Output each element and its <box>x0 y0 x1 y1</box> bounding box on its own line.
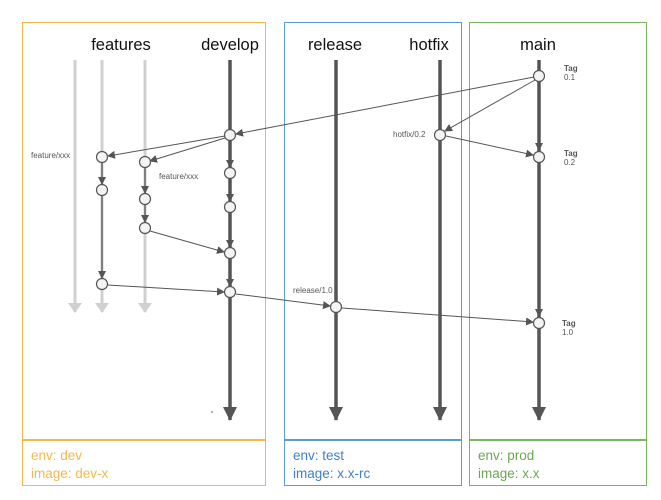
develop-to-feature-b-arrow <box>149 137 226 163</box>
commit-node <box>95 150 109 164</box>
commit-node <box>223 285 237 299</box>
commit-node <box>223 166 237 180</box>
lane-title-features: features <box>91 36 151 54</box>
tag-title: Tag <box>564 149 578 158</box>
main-to-develop-arrow <box>235 76 535 137</box>
commit-node <box>433 128 447 142</box>
commit-node <box>95 183 109 197</box>
feature-a-to-develop-arrow <box>107 284 225 296</box>
release-to-main-arrow <box>341 307 534 326</box>
lane-title-develop: develop <box>201 36 259 54</box>
feature-a-label: feature/xxx <box>31 151 71 160</box>
dev-env-label: env: dev <box>31 448 83 463</box>
tag-title: Tag <box>564 64 578 73</box>
prod-env-footer: env: prod image: x.x <box>469 440 647 486</box>
test-env-footer: env: test image: x.x-rc <box>284 440 462 486</box>
hotfix-label: hotfix/0.2 <box>393 130 426 139</box>
develop-to-feature-a-arrow <box>107 135 226 159</box>
feature-b-label: feature/xxx <box>159 172 199 181</box>
commit-node <box>138 155 152 169</box>
commit-node <box>329 300 343 314</box>
commit-node <box>532 316 546 330</box>
commit-node <box>223 246 237 260</box>
hotfix-to-main-arrow <box>445 135 534 158</box>
dev-image-label: image: dev-x <box>31 466 109 481</box>
feature-b-to-develop-arrow <box>149 230 225 254</box>
tag-version: 1.0 <box>562 328 574 337</box>
tag-version: 0.1 <box>564 73 576 82</box>
test-panel <box>284 22 462 440</box>
prod-image-label: image: x.x <box>478 466 540 481</box>
test-image-label: image: x.x-rc <box>293 466 371 481</box>
commit-node <box>223 128 237 142</box>
develop-to-release-arrow <box>235 293 331 310</box>
commit-node <box>532 69 546 83</box>
tag-1-0: Tag 1.0 <box>562 319 576 337</box>
lane-title-release: release <box>307 36 363 54</box>
commit-node <box>138 221 152 235</box>
prod-env-label: env: prod <box>478 448 535 463</box>
release-label: release/1.0 <box>293 286 333 295</box>
test-env-label: env: test <box>293 448 345 463</box>
tag-version: 0.2 <box>564 158 576 167</box>
dev-panel <box>22 22 266 440</box>
dev-env-footer: env: dev image: dev-x <box>22 440 266 486</box>
tag-title: Tag <box>562 319 576 328</box>
stray-dot <box>211 411 213 413</box>
tag-0-2: Tag 0.2 <box>564 149 578 167</box>
prod-panel <box>469 22 647 440</box>
commit-node <box>95 277 109 291</box>
main-to-hotfix-arrow <box>444 79 536 132</box>
commit-node <box>223 200 237 214</box>
lane-title-main: main <box>520 36 556 54</box>
lane-title-hotfix: hotfix <box>409 36 449 54</box>
commit-node <box>532 150 546 164</box>
commit-node <box>138 192 152 206</box>
tag-0-1: Tag 0.1 <box>564 64 578 82</box>
